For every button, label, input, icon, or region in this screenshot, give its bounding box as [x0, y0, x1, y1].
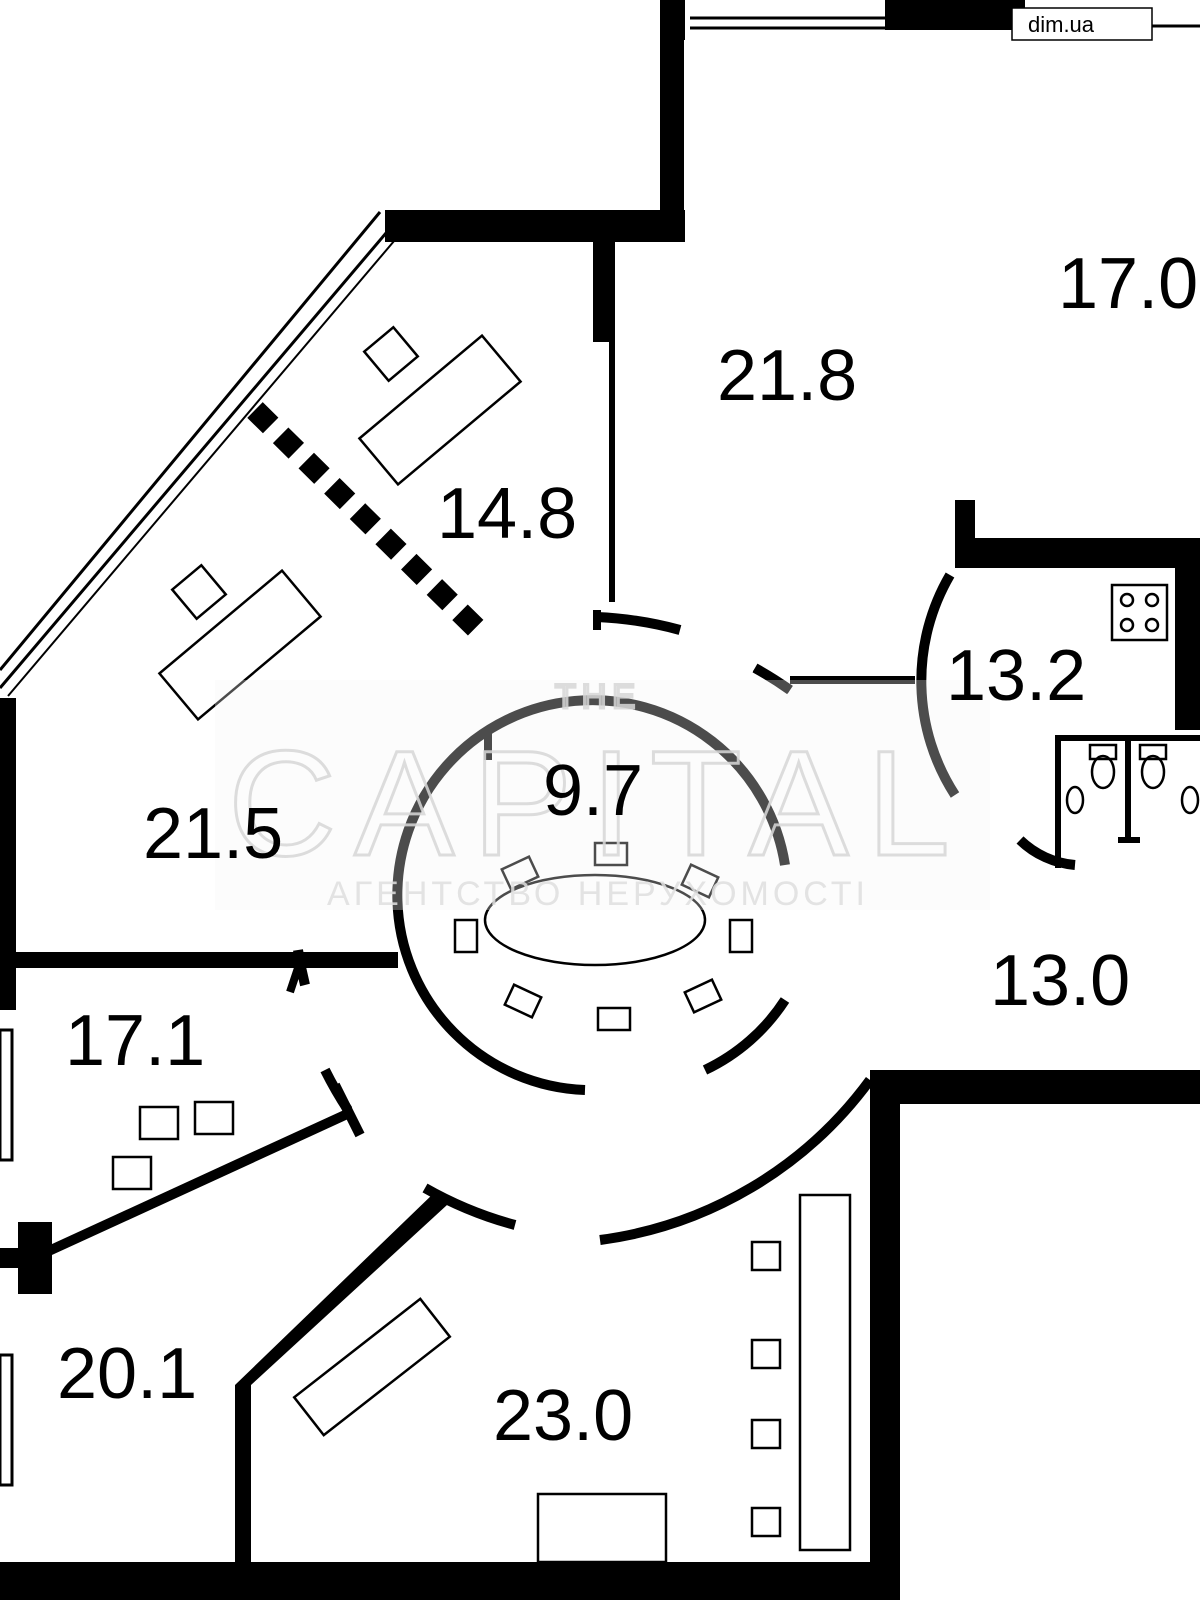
wall-thin-14-8 [609, 342, 615, 602]
desk-icon [357, 333, 523, 487]
window-diagonal [0, 211, 382, 671]
chair-icon [728, 918, 754, 954]
watermark: THE CAPITAL АГЕНТСТВО НЕРУХОМОСТІ [215, 677, 990, 913]
wall-23-0-diagonal [235, 1192, 447, 1385]
wall-23-0-right [870, 1090, 900, 1600]
wall-bottom [0, 1562, 900, 1600]
watermark-top: THE [555, 678, 641, 716]
ring-arc-bottom-right [599, 1077, 875, 1245]
sink-icon [1180, 785, 1200, 815]
toilet-icon [1088, 743, 1118, 790]
chair-icon [170, 563, 228, 621]
toilet-icon [1138, 743, 1168, 790]
area-labels: 17.0 21.8 14.8 13.2 9.7 21.5 13.0 17.1 2… [57, 244, 1198, 1456]
cabinet-icon [536, 1492, 668, 1564]
room-area-label: 21.8 [717, 336, 857, 416]
chair-icon [750, 1506, 782, 1538]
chair-icon [750, 1418, 782, 1450]
room-area-label: 9.7 [543, 751, 643, 831]
windows [0, 16, 1200, 1487]
chair-icon [111, 1155, 153, 1191]
ring-caps [286, 610, 915, 994]
wall-21-5-bottom [0, 952, 398, 968]
desk-icon [157, 568, 323, 722]
wall-23-0-left [235, 1385, 251, 1575]
chair-icon [750, 1240, 782, 1272]
wall-horizontal-upper [385, 210, 685, 242]
room-area-label: 17.0 [1058, 244, 1198, 324]
ring-arc-left [293, 949, 310, 987]
watermark-frame [215, 680, 990, 910]
chair-icon [596, 1006, 632, 1032]
room-area-label: 20.1 [57, 1334, 197, 1414]
stove-icon [1110, 583, 1169, 642]
wall-stub-21-8 [593, 242, 615, 342]
chair-icon [680, 863, 720, 899]
conference-arc-main [392, 695, 790, 1095]
wall-top-mid [885, 0, 1025, 30]
furniture [111, 325, 1200, 1564]
wall-17-1-divider [37, 1110, 348, 1260]
chair-icon [453, 918, 479, 954]
chair-icon [750, 1338, 782, 1370]
room-area-label: 14.8 [437, 474, 577, 554]
wall-13-0-bottom [870, 1070, 1200, 1104]
ring-arc-bottom-left [422, 1183, 517, 1230]
chair-icon [593, 841, 629, 867]
chair-icon [683, 978, 723, 1014]
bathroom-walls [1055, 735, 1200, 868]
room-area-label: 23.0 [493, 1376, 633, 1456]
bathroom-door-arc [1016, 836, 1076, 870]
room-area-label: 21.5 [143, 794, 283, 874]
sink-icon [1065, 785, 1085, 815]
corner-tag: dim.ua [1028, 12, 1095, 37]
ring-arc-top [596, 612, 682, 635]
window-left-lower [0, 1028, 14, 1162]
conference-table-icon [483, 873, 707, 967]
chair-icon [362, 325, 420, 383]
chair-icon [500, 855, 540, 891]
conference-arc-right [702, 997, 790, 1075]
room-area-label: 13.2 [946, 636, 1086, 716]
chair-icon [193, 1100, 235, 1136]
watermark-subtitle: АГЕНТСТВО НЕРУХОМОСТІ [327, 875, 869, 913]
room-area-label: 17.1 [65, 1001, 205, 1081]
kitchen-curve [916, 572, 960, 798]
curved-walls [293, 572, 1076, 1245]
wall-vertical-upper [660, 0, 684, 240]
wall-right-edge-upper [1175, 540, 1200, 730]
shelf-icon [798, 1193, 852, 1552]
wall-divider-anchor-arm [0, 1248, 50, 1268]
corner-tag-box [1011, 7, 1153, 41]
wall-kitchen-top [955, 538, 1200, 568]
desk-icon [292, 1297, 452, 1437]
room-area-label: 13.0 [990, 941, 1130, 1021]
ring-arc-left-lower [320, 1067, 353, 1113]
watermark-title: CAPITAL [228, 719, 968, 887]
chair-icon [138, 1105, 180, 1141]
chair-icon [503, 983, 543, 1019]
wall-left-outer [0, 700, 16, 1010]
dashed-partition [247, 402, 488, 640]
